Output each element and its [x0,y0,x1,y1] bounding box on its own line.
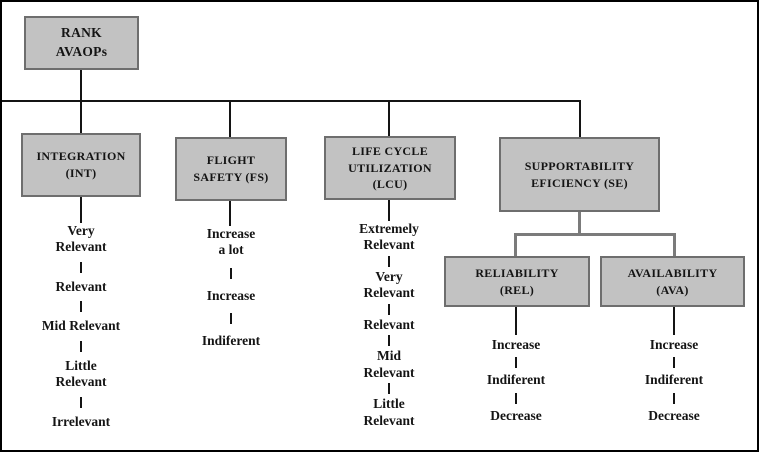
connector-dash [80,301,82,313]
connector-dash [80,396,82,408]
scale-ava: Increase Indiferent Decrease [614,337,734,424]
connector-dash [515,357,517,369]
scale-lcu: Extremely Relevant Very Relevant Relevan… [329,221,449,429]
stem-rel-scale [515,305,517,335]
scale-item: Relevant [55,278,107,294]
scale-item: Indiferent [644,372,704,388]
scale-item: Increase a lot [206,226,256,258]
scale-item: Decrease [648,407,700,423]
scale-item: Relevant [363,316,415,332]
connector-dash [388,383,390,395]
node-life-cycle-utilization: LIFE CYCLE UTILIZATION (LCU) [324,136,456,200]
connector-dash [388,335,390,347]
scale-fs: Increase a lot Increase Indiferent [171,226,291,350]
stem-ava-scale [673,305,675,335]
scale-item: Mid Relevant [363,348,415,380]
connector-trunk-to-fs [229,100,231,140]
scale-item: Increase [491,337,541,352]
scale-item: Irrelevant [51,413,111,429]
stem-fs-scale [229,199,231,226]
scale-int: Very Relevant Relevant Mid Relevant Litt… [21,223,141,430]
node-reliability: RELIABILITY (REL) [444,256,590,307]
connector-dash [230,267,232,279]
connector-branch-to-rel [514,233,517,256]
connector-trunk-to-lcu [388,100,390,138]
node-integration: INTEGRATION (INT) [21,133,141,197]
node-availability: AVAILABILITY (AVA) [600,256,745,307]
stem-int-scale [80,195,82,223]
connector-dash [673,392,675,404]
scale-rel: Increase Indiferent Decrease [456,337,576,424]
connector-trunk-to-se [579,100,581,139]
connector-se-stem [578,210,581,236]
scale-item: Little Relevant [55,357,107,390]
stem-lcu-scale [388,198,390,221]
scale-item: Very Relevant [55,223,107,255]
node-supportability-eficiency: SUPPORTABILITY EFICIENCY (SE) [499,137,660,212]
scale-item: Indiferent [486,372,546,388]
connector-dash [673,357,675,369]
scale-item: Mid Relevant [41,318,121,334]
scale-item: Indiferent [201,333,261,349]
scale-item: Very Relevant [363,268,415,301]
node-flight-safety: FLIGHT SAFETY (FS) [175,137,287,201]
connector-dash [80,340,82,352]
scale-item: Decrease [490,407,542,423]
node-rank-avaops: RANK AVAOPs [24,16,139,70]
scale-item: Increase [206,287,256,303]
connector-dash [388,255,390,267]
connector-branch-to-ava [673,233,676,256]
connector-dash [388,303,390,315]
connector-dash [80,261,82,273]
scale-item: Extremely Relevant [359,221,419,253]
connector-dash [230,313,232,325]
connector-se-branch [514,233,676,236]
scale-item: Increase [649,337,699,352]
trunk-line [2,100,581,102]
connector-dash [515,392,517,404]
scale-item: Little Relevant [363,396,415,428]
